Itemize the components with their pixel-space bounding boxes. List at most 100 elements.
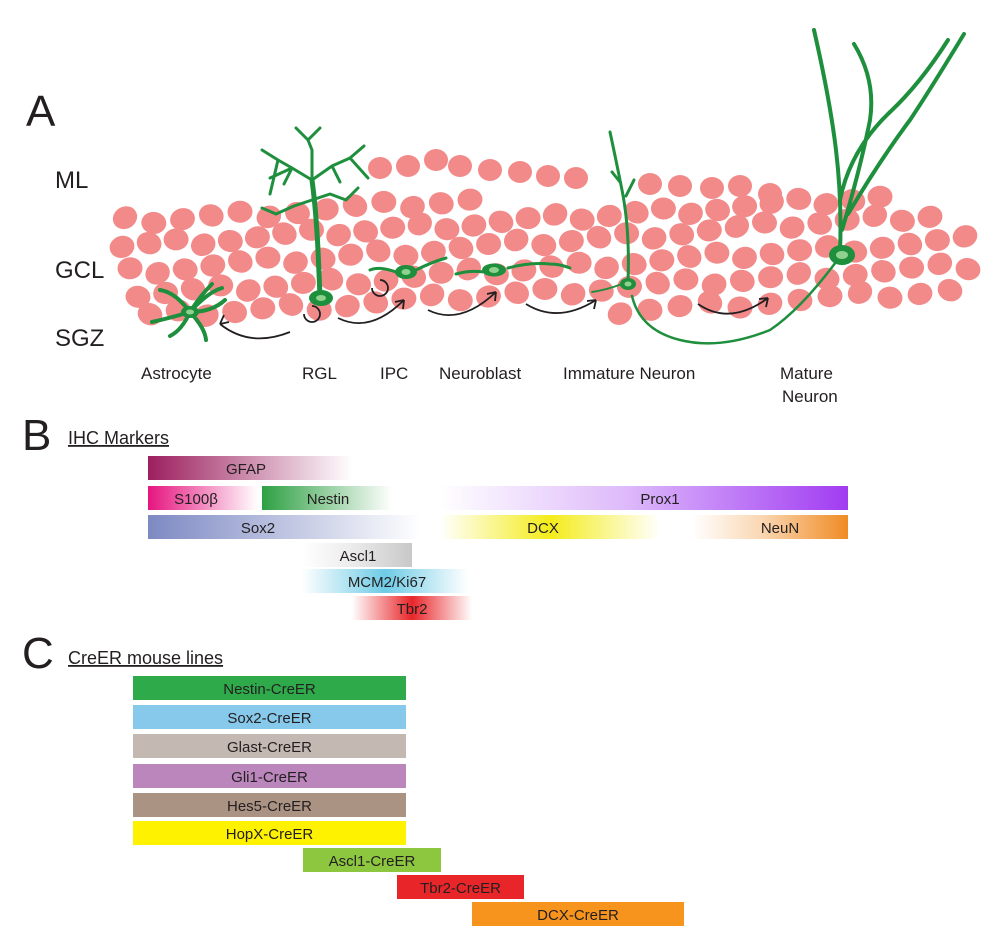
granule-cell bbox=[724, 215, 750, 238]
marker-bar-dcx: DCX bbox=[440, 515, 660, 539]
marker-label: MCM2/Ki67 bbox=[348, 574, 426, 591]
granule-cell bbox=[787, 239, 813, 262]
transition-arrows bbox=[219, 291, 769, 340]
panel-c-letter: C bbox=[22, 629, 54, 678]
creer-bar-hopx-creer: HopX-CreER bbox=[133, 821, 406, 845]
granule-cell bbox=[889, 209, 915, 232]
granule-cell bbox=[434, 218, 460, 241]
granule-cell bbox=[558, 230, 584, 253]
marker-label: DCX bbox=[527, 520, 559, 537]
granule-cell bbox=[842, 263, 868, 287]
granule-cell bbox=[396, 155, 420, 177]
granule-cell bbox=[728, 175, 752, 197]
granule-cell bbox=[407, 212, 432, 236]
layer-label-gcl: GCL bbox=[55, 257, 104, 284]
marker-label: GFAP bbox=[226, 461, 266, 478]
granule-cell bbox=[421, 240, 446, 264]
granule-cell bbox=[779, 216, 805, 239]
granule-cell bbox=[424, 149, 448, 171]
granule-cell bbox=[391, 287, 417, 310]
stage-label-neuron: Neuron bbox=[782, 387, 838, 406]
creer-bar-fill bbox=[472, 902, 684, 926]
stage-label-immature-neuron: Immature Neuron bbox=[563, 364, 695, 383]
marker-label: Ascl1 bbox=[340, 548, 377, 565]
stage-label-mature: Mature bbox=[780, 364, 833, 383]
granule-cell bbox=[786, 262, 812, 285]
marker-bar-s100-: S100β bbox=[148, 486, 258, 510]
granule-cell bbox=[531, 234, 557, 257]
granule-cell bbox=[283, 251, 308, 274]
granule-cell bbox=[569, 208, 595, 231]
granule-cell bbox=[476, 285, 501, 308]
creer-bar-gli1-creer: Gli1-CreER bbox=[133, 764, 406, 788]
granule-cell bbox=[172, 258, 198, 281]
granule-cell bbox=[318, 267, 344, 291]
granule-cell bbox=[222, 300, 248, 324]
granule-cell bbox=[732, 246, 757, 270]
granule-cell bbox=[813, 193, 839, 216]
granule-cell bbox=[244, 226, 270, 249]
granule-cell bbox=[669, 223, 695, 246]
granule-cell bbox=[145, 261, 170, 285]
granule-cell bbox=[117, 257, 143, 280]
marker-bar-tbr2: Tbr2 bbox=[352, 596, 472, 620]
granule-cell bbox=[278, 293, 304, 316]
stage-label-rgl: RGL bbox=[302, 364, 337, 383]
granule-cell bbox=[564, 167, 588, 189]
creer-bar-sox2-creer: Sox2-CreER bbox=[133, 705, 406, 729]
granule-cell bbox=[180, 277, 206, 301]
marker-label: Nestin bbox=[307, 491, 350, 508]
granule-cell bbox=[272, 222, 297, 245]
granule-cell bbox=[645, 271, 670, 295]
granule-cell bbox=[586, 225, 612, 249]
granule-cell bbox=[511, 259, 537, 282]
marker-label: Prox1 bbox=[640, 491, 679, 508]
granule-cell bbox=[228, 250, 253, 273]
granule-cell bbox=[638, 173, 662, 195]
marker-bar-fill bbox=[148, 456, 352, 480]
marker-bar-fill bbox=[262, 486, 392, 510]
granule-cell bbox=[624, 200, 649, 224]
granule-cell bbox=[380, 216, 406, 239]
granule-cell bbox=[342, 194, 368, 217]
granule-cell bbox=[532, 278, 558, 300]
marker-bar-fill bbox=[302, 543, 412, 567]
granule-cell bbox=[705, 198, 730, 222]
granule-cell bbox=[869, 236, 895, 259]
granule-cell bbox=[198, 204, 224, 227]
marker-bar-fill bbox=[302, 569, 468, 593]
marker-bar-gfap: GFAP bbox=[148, 456, 352, 480]
granule-cell bbox=[596, 204, 622, 227]
arrow-immature-to-mature bbox=[697, 297, 769, 315]
granule-cell bbox=[758, 183, 782, 205]
granule-cell bbox=[217, 229, 243, 253]
granule-cell bbox=[759, 242, 785, 266]
layer-label-ml: ML bbox=[55, 167, 88, 194]
marker-label: Sox2 bbox=[241, 520, 275, 537]
granule-cell bbox=[190, 233, 216, 257]
ipc-cell-icon bbox=[368, 256, 448, 297]
astrocyte-cell-icon bbox=[150, 282, 227, 342]
stage-label-neuroblast: Neuroblast bbox=[439, 364, 521, 383]
arrow-rgl-to-ipc bbox=[337, 299, 405, 325]
panel-a: A ML GCL SGZ bbox=[26, 28, 981, 406]
granule-cell bbox=[907, 282, 933, 306]
marker-bar-fill bbox=[148, 486, 258, 510]
granule-cell bbox=[290, 271, 316, 294]
marker-bar-prox1: Prox1 bbox=[440, 486, 848, 510]
granule-cell bbox=[542, 203, 568, 226]
marker-label: NeuN bbox=[761, 520, 799, 537]
granule-cell bbox=[428, 261, 454, 284]
granule-cell bbox=[637, 298, 663, 321]
marker-bar-fill bbox=[440, 515, 660, 539]
panel-c: C CreER mouse lines Nestin-CreERSox2-Cre… bbox=[22, 629, 684, 926]
creer-bar-nestin-creer: Nestin-CreER bbox=[133, 676, 406, 700]
creer-label: Gli1-CreER bbox=[231, 769, 308, 786]
granule-cell bbox=[787, 288, 813, 312]
granule-cell bbox=[373, 269, 399, 292]
granule-cell bbox=[326, 223, 351, 247]
marker-bar-fill bbox=[692, 515, 848, 539]
